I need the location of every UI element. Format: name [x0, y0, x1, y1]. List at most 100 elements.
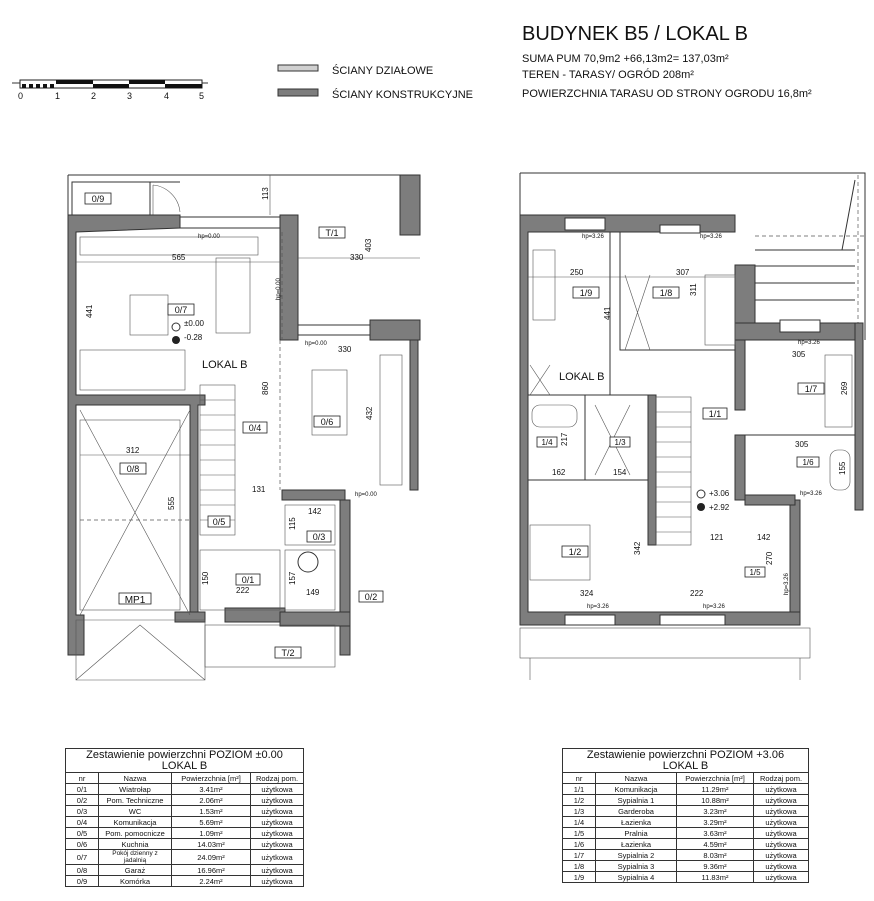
dimension: 250	[570, 268, 584, 277]
svg-text:0/2: 0/2	[365, 592, 378, 602]
svg-text:0/1: 0/1	[242, 575, 255, 585]
column-header: nr	[65, 772, 99, 784]
room-label: 0/3	[306, 530, 332, 543]
dimension: 403	[364, 238, 373, 252]
room-label: 1/5	[744, 566, 766, 578]
dimension: 342	[633, 541, 642, 555]
svg-text:0/8: 0/8	[127, 464, 140, 474]
room-label: 1/3	[609, 436, 631, 448]
column-header: Powierzchnia [m²]	[171, 772, 251, 784]
level-value: +3.06	[709, 489, 730, 498]
svg-text:1/6: 1/6	[802, 458, 814, 467]
height-note: hp=3.26	[700, 234, 723, 240]
legend-partition-walls: ŚCIANY DZIAŁOWE	[332, 64, 433, 77]
room-label: 0/9	[84, 192, 112, 205]
dimension: 324	[580, 589, 594, 598]
unit-label: LOKAL B	[202, 359, 247, 371]
height-note: hp=3.26	[798, 340, 821, 346]
room-label: 0/5	[207, 515, 231, 528]
dimension: 222	[690, 589, 704, 598]
height-note: hp=0.00	[305, 341, 328, 347]
svg-text:1/8: 1/8	[660, 288, 673, 298]
level-value: +2.92	[709, 503, 730, 512]
room-label: 0/4	[242, 421, 268, 434]
column-header: Powierzchnia [m²]	[676, 772, 754, 784]
dimension: 441	[85, 304, 94, 318]
terrain-area: TEREN - TARASY/ OGRÓD 208m²	[522, 68, 694, 81]
dimension: 121	[710, 533, 724, 542]
building-title: BUDYNEK B5 / LOKAL B	[522, 23, 748, 45]
table-title: Zestawienie powierzchni POZIOM ±0.00	[65, 748, 304, 761]
dimension: 311	[689, 283, 698, 296]
dimension: 441	[603, 306, 612, 320]
svg-text:1/7: 1/7	[805, 384, 818, 394]
stairs	[655, 396, 692, 546]
room-label: 0/7	[167, 303, 195, 316]
scale-tick: 1	[55, 91, 60, 101]
area-sum: SUMA PUM 70,9m2 +66,13m2= 137,03m²	[522, 53, 729, 65]
column-header: Nazwa	[98, 772, 172, 784]
svg-text:T/2: T/2	[281, 648, 294, 658]
dimension: 149	[306, 588, 320, 597]
height-note: hp=0.00	[198, 234, 221, 240]
room-label: 1/7	[797, 382, 825, 395]
height-note: hp=3.26	[703, 604, 726, 610]
level-value: ±0.00	[184, 319, 205, 328]
level-value: -0.28	[184, 333, 203, 342]
room-label: MP1	[118, 592, 152, 606]
dimension: 565	[172, 253, 186, 262]
dimension: 860	[261, 381, 270, 395]
room-label: 1/8	[652, 286, 680, 299]
stairs	[199, 384, 236, 536]
svg-text:T/1: T/1	[325, 228, 338, 238]
room-label: 1/6	[796, 456, 820, 468]
dimension: 155	[838, 461, 847, 475]
svg-text:1/3: 1/3	[614, 438, 626, 447]
level-marker-icon	[172, 336, 180, 344]
dimension: 131	[252, 485, 266, 494]
svg-text:0/9: 0/9	[92, 194, 105, 204]
room-label: 0/1	[235, 573, 261, 586]
room-label: 0/8	[119, 462, 147, 475]
dimension: 157	[288, 571, 297, 585]
svg-text:1/9: 1/9	[580, 288, 593, 298]
column-header: nr	[562, 772, 596, 784]
room-label: 0/6	[313, 415, 341, 428]
column-header: Rodzaj pom.	[250, 772, 304, 784]
svg-text:1/4: 1/4	[541, 438, 553, 447]
dimension: 269	[840, 381, 849, 395]
room-label: 0/2	[358, 590, 384, 603]
level-marker-icon	[697, 503, 705, 511]
height-note: hp=3.26	[587, 604, 610, 610]
dimension: 305	[792, 350, 806, 359]
area-table-upper-floor: Zestawienie powierzchni POZIOM +3.06 LOK…	[562, 748, 810, 901]
height-note: hp=0.00	[355, 492, 378, 498]
svg-text:1/1: 1/1	[709, 409, 722, 419]
room-label: 1/2	[561, 545, 589, 558]
table-subtitle: LOKAL B	[562, 761, 809, 773]
svg-text:0/4: 0/4	[249, 423, 262, 433]
svg-text:1/2: 1/2	[569, 547, 582, 557]
room-label: 1/4	[536, 436, 558, 448]
dimension: 142	[308, 507, 322, 516]
dimension: 555	[167, 496, 176, 510]
svg-text:0/5: 0/5	[213, 517, 226, 527]
scale-tick: 3	[127, 91, 132, 101]
column-header: Rodzaj pom.	[753, 772, 809, 784]
svg-text:0/3: 0/3	[313, 532, 326, 542]
dimension: 330	[338, 345, 352, 354]
room-label: 1/9	[572, 286, 600, 299]
level-marker-icon	[696, 489, 706, 499]
scale-tick: 0	[18, 91, 23, 101]
